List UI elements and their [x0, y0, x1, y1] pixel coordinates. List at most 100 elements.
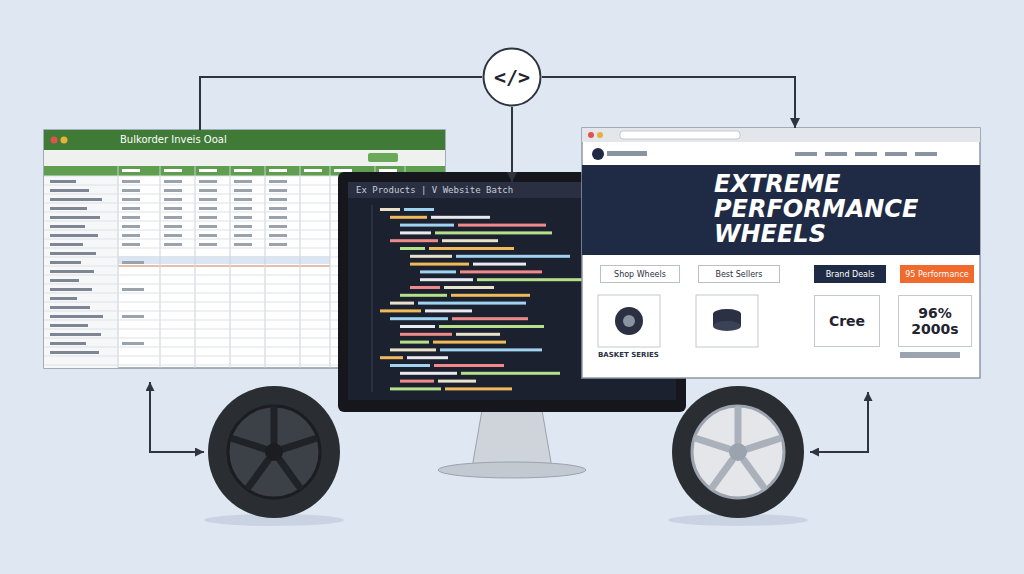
code-line: [410, 263, 469, 266]
code-line: [410, 255, 452, 258]
cell-text: [234, 198, 252, 201]
code-line: [390, 317, 448, 320]
code-line: [380, 356, 403, 359]
browser-window: [582, 128, 980, 378]
cell-text: [269, 243, 287, 246]
cell-text: [199, 189, 217, 192]
cell-text: [199, 243, 217, 246]
code-line: [400, 372, 457, 375]
cell-text: [199, 216, 217, 219]
cell-text: [199, 225, 217, 228]
spoke: [233, 439, 264, 449]
code-line: [400, 224, 454, 227]
code-line: [461, 372, 560, 375]
cell-text: [50, 306, 90, 309]
code-line: [407, 356, 448, 359]
cell-text: [50, 252, 96, 255]
window-title: Bulkorder Inveis Ooal: [120, 134, 445, 145]
cell-text: [122, 225, 140, 228]
arrow: [810, 392, 868, 452]
code-line: [473, 263, 526, 266]
connector: [542, 77, 795, 128]
spoke: [697, 439, 728, 449]
nav-button: Shop Wheels: [600, 265, 680, 283]
cell-text: [50, 261, 81, 264]
code-editor: Ex Products | V Website Batch: [348, 182, 676, 400]
code-line: [456, 333, 500, 336]
button-label: 95 Performance: [905, 270, 968, 279]
cell-text: [234, 207, 252, 210]
code-line: [420, 270, 456, 273]
code-line: [452, 317, 528, 320]
spoke: [713, 460, 732, 487]
button-label: Shop Wheels: [614, 270, 666, 279]
cell-text: [269, 189, 287, 192]
code-line: [400, 231, 431, 234]
header-text: [304, 169, 322, 172]
button-label: Brand Deals: [826, 270, 875, 279]
code-line: [390, 302, 414, 305]
cell-text: [50, 207, 87, 210]
nav-button: Brand Deals: [814, 265, 886, 283]
code-line: [380, 208, 400, 211]
code-line: [451, 294, 530, 297]
code-icon: </>: [482, 47, 542, 107]
spoke: [748, 439, 779, 449]
cell-text: [122, 180, 140, 183]
site-heading: EXTREME PERFORMANCE WHEELS: [714, 172, 964, 247]
spoke: [249, 460, 268, 487]
cell-text: [122, 207, 140, 210]
code-line: [438, 380, 476, 383]
code-line: [439, 325, 544, 328]
code-line: [400, 247, 425, 250]
cell-text: [164, 207, 182, 210]
cell-text: [164, 225, 182, 228]
cell-text: [234, 180, 252, 183]
cell-text: [199, 207, 217, 210]
cell-text: [50, 315, 103, 318]
arrow: [150, 382, 204, 452]
code-line: [431, 216, 490, 219]
cell-text: [269, 216, 287, 219]
code-line: [425, 309, 472, 312]
product-card: 96% 2000s: [898, 295, 972, 347]
button-label: Cree: [829, 313, 865, 329]
cell-text: [234, 216, 252, 219]
code-line: [434, 364, 504, 367]
cell-text: [269, 234, 287, 237]
code-line: [404, 208, 434, 211]
cell-text: [269, 225, 287, 228]
cell-text: [122, 234, 140, 237]
code-line: [420, 278, 473, 281]
code-line: [390, 348, 436, 351]
code-line: [400, 333, 452, 336]
cell-text: [122, 261, 144, 264]
header-text: [334, 169, 352, 172]
spoke: [744, 460, 763, 487]
header-text: [234, 169, 252, 172]
card-caption: BASKET SERIES: [598, 351, 659, 359]
cell-text: [50, 288, 92, 291]
header-text: [199, 169, 217, 172]
cell-text: [199, 180, 217, 183]
code-line: [410, 286, 440, 289]
cell-text: [234, 234, 252, 237]
connector: [200, 77, 482, 130]
cell-text: [50, 225, 85, 228]
cell-text: [50, 198, 102, 201]
code-line: [445, 387, 512, 390]
spoke: [271, 409, 278, 442]
code-line: [400, 294, 447, 297]
code-line: [458, 224, 546, 227]
code-line: [460, 270, 542, 273]
cell-text: [164, 198, 182, 201]
cell-text: [122, 198, 140, 201]
header-text: [164, 169, 182, 172]
cell-text: [50, 342, 86, 345]
cell-text: [50, 324, 88, 327]
cell-text: [122, 288, 144, 291]
cell-text: [164, 216, 182, 219]
code-line: [444, 286, 494, 289]
cell-text: [50, 243, 83, 246]
cell-text: [269, 198, 287, 201]
